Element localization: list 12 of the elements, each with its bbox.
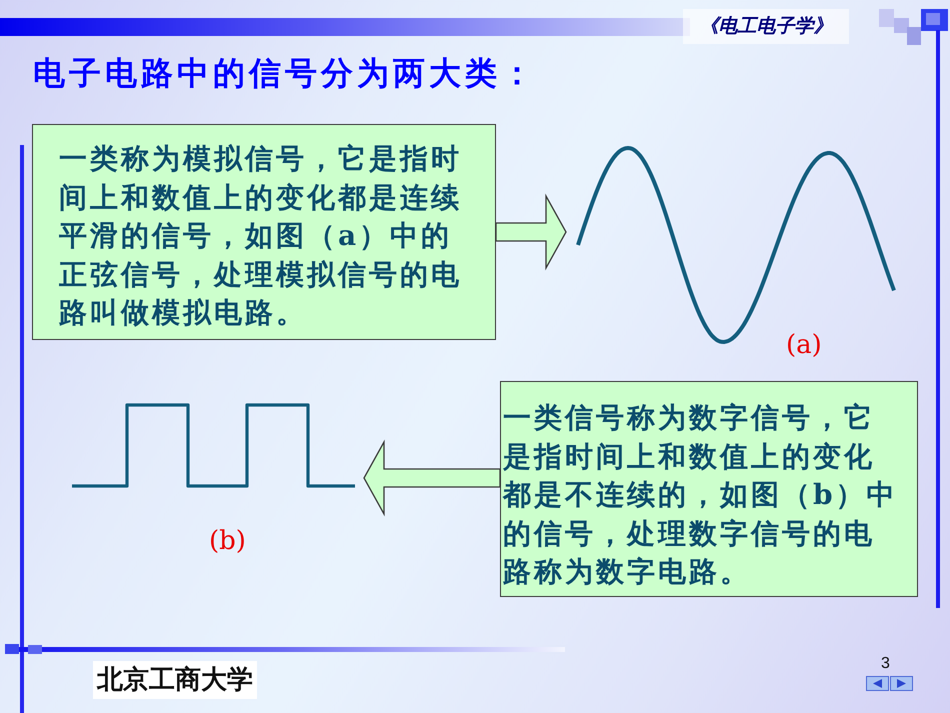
slide-title: 电子电路中的信号分为两大类： <box>33 53 537 94</box>
university-name: 北京工商大学 <box>93 661 257 699</box>
description-text: 一类称为模拟信号，它是指时间上和数值上的变化都是连续平滑的信号，如图（a）中的正弦信号，处理模拟信号的电路叫做模拟电路。 <box>59 141 463 331</box>
course-title: 《电工电子学》 <box>683 9 849 44</box>
block-arrow <box>363 440 501 516</box>
block-arrow <box>495 194 567 270</box>
figure-caption: (a) <box>786 330 822 360</box>
info-panel <box>500 381 918 597</box>
info-panel <box>32 124 496 340</box>
description-text: 一类信号称为数字信号，它是指时间上和数值上的变化都是不连续的，如图（b）中的信号，处理数字信号的电路称为数字电路。 <box>503 400 899 590</box>
figure-caption: (b) <box>209 526 246 556</box>
page-number: 3 <box>881 655 890 673</box>
